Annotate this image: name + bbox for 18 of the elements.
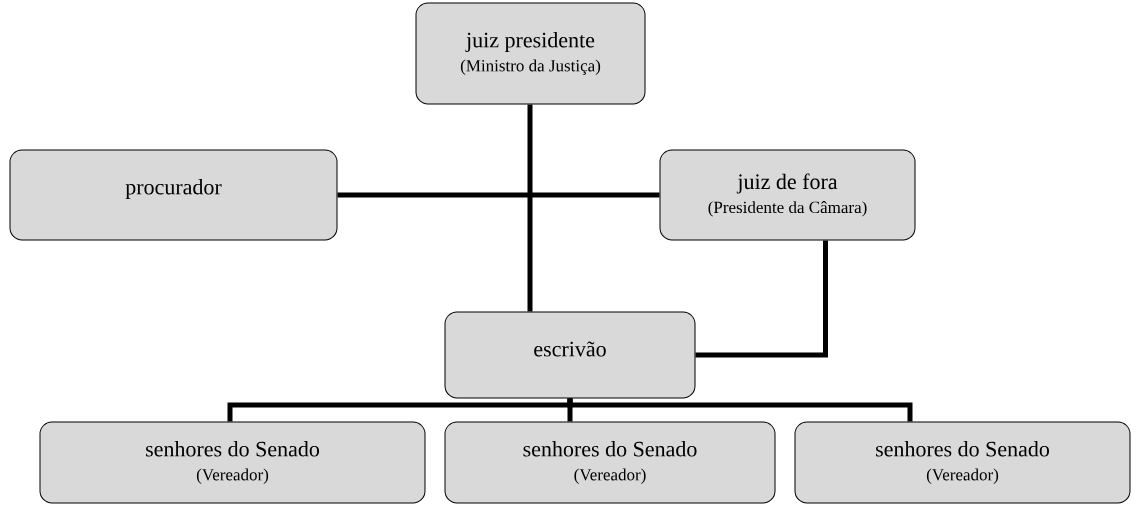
- box-label: escrivão: [534, 341, 606, 357]
- box-label: juiz presidente (Ministro da Justiça): [460, 32, 601, 75]
- box-label: procurador: [125, 179, 222, 199]
- org-box: [415, 2, 646, 105]
- connector-line: [527, 104, 533, 312]
- org-box: [444, 311, 696, 399]
- connector-line: [337, 192, 660, 198]
- org-box: [39, 421, 426, 504]
- connector-line: [567, 398, 913, 422]
- box-label: senhores do Senado (Vereador): [876, 441, 1050, 484]
- connector-line: [695, 240, 828, 358]
- org-box: [444, 421, 776, 504]
- org-box: [659, 149, 916, 241]
- box-label: senhores do Senado (Vereador): [523, 441, 697, 484]
- org-box: [794, 421, 1131, 504]
- box-label: juiz de fora (Presidente da Câmara): [708, 173, 867, 217]
- org-box: [9, 149, 338, 241]
- box-label: senhores do Senado (Vereador): [146, 441, 320, 484]
